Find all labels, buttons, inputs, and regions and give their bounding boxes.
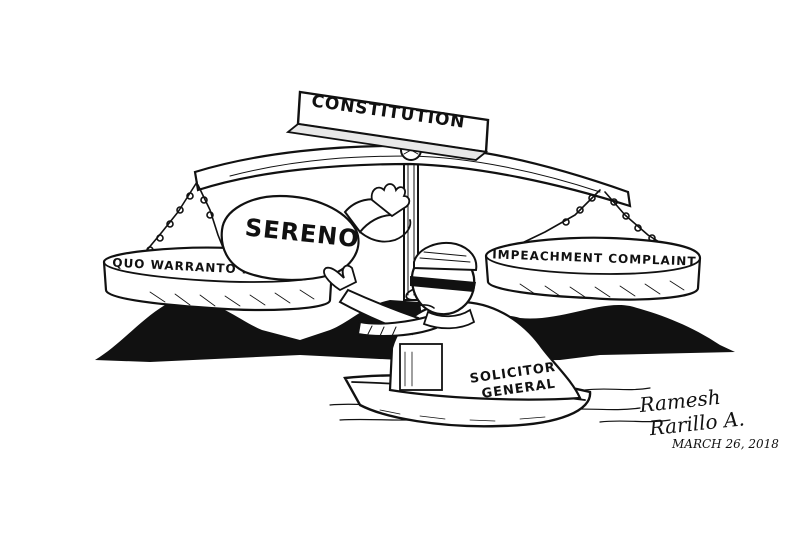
sereno-sack: SERENO bbox=[220, 183, 412, 281]
signature-date: MARCH 26, 2018 bbox=[671, 437, 779, 451]
left-chain bbox=[141, 181, 227, 257]
right-scale-pan: IMPEACHMENT COMPLAINT bbox=[484, 236, 702, 301]
artist-signature: Ramesh Rarillo A. MARCH 26, 2018 bbox=[637, 385, 779, 451]
figure-head bbox=[405, 242, 478, 330]
